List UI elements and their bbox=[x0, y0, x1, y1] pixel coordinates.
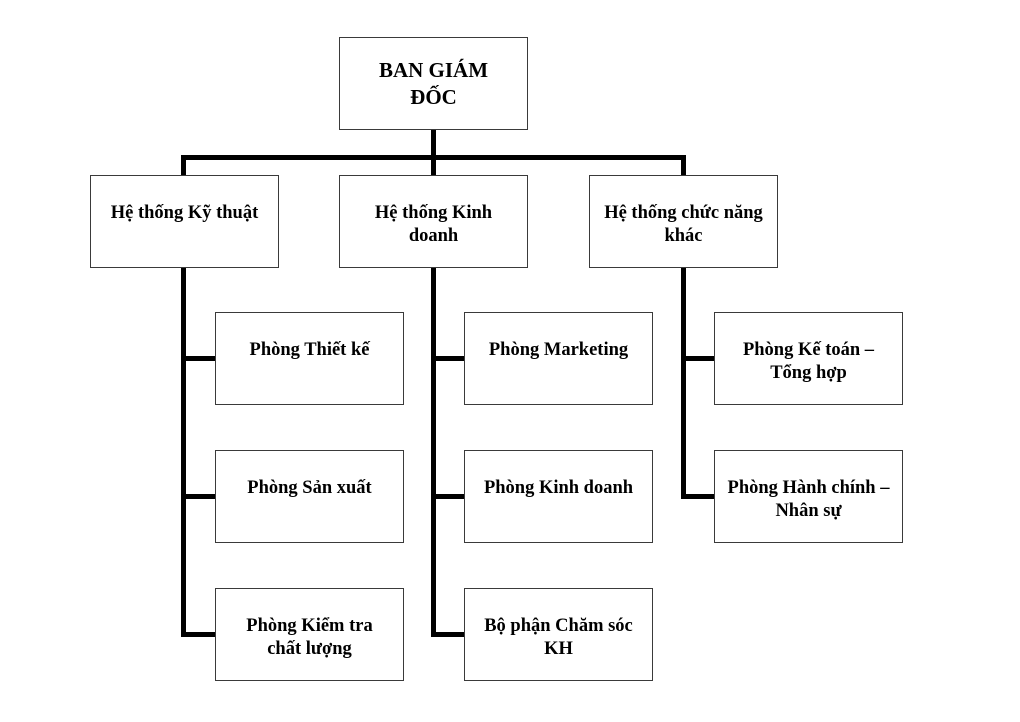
system-node-business: Hệ thống Kinh doanh bbox=[339, 175, 528, 268]
dept-node-marketing: Phòng Marketing bbox=[464, 312, 653, 405]
dept-node-design: Phòng Thiết kế bbox=[215, 312, 404, 405]
dept-node-sales: Phòng Kinh doanh bbox=[464, 450, 653, 543]
system-node-label: Hệ thống chức năng khác bbox=[604, 203, 763, 247]
system-node-label: Hệ thống Kinh doanh bbox=[374, 203, 493, 247]
system-1-spine bbox=[181, 267, 186, 636]
bus-drop-left bbox=[181, 155, 186, 176]
system-1-branch-2 bbox=[181, 494, 215, 499]
dept-node-label: Phòng Kiểm tra chất lượng bbox=[246, 616, 373, 660]
system-3-spine bbox=[681, 267, 686, 498]
bus-drop-middle bbox=[431, 155, 436, 176]
dept-node-label: Bộ phận Chăm sóc KH bbox=[484, 616, 633, 660]
dept-node-label: Phòng Thiết kế bbox=[249, 340, 370, 360]
dept-node-label: Phòng Kế toán – Tổng hợp bbox=[742, 340, 875, 384]
dept-node-production: Phòng Sản xuất bbox=[215, 450, 404, 543]
system-1-branch-3 bbox=[181, 632, 215, 637]
dept-node-quality-control: Phòng Kiểm tra chất lượng bbox=[215, 588, 404, 681]
system-2-branch-3 bbox=[431, 632, 465, 637]
dept-node-admin-hr: Phòng Hành chính – Nhân sự bbox=[714, 450, 903, 543]
dept-node-label: Phòng Marketing bbox=[488, 340, 629, 360]
dept-node-label: Phòng Kinh doanh bbox=[483, 478, 634, 498]
dept-node-label: Phòng Hành chính – Nhân sự bbox=[727, 478, 890, 522]
bus-drop-right bbox=[681, 155, 686, 176]
dept-node-accounting: Phòng Kế toán – Tổng hợp bbox=[714, 312, 903, 405]
system-2-branch-1 bbox=[431, 356, 465, 361]
system-3-branch-1 bbox=[681, 356, 715, 361]
system-2-spine bbox=[431, 267, 436, 636]
system-node-other-functions: Hệ thống chức năng khác bbox=[589, 175, 778, 268]
system-node-technical: Hệ thống Kỹ thuật bbox=[90, 175, 279, 268]
system-node-label: Hệ thống Kỹ thuật bbox=[110, 203, 259, 223]
root-stem-connector bbox=[431, 129, 436, 160]
root-node-label: BAN GIÁM ĐỐC bbox=[378, 58, 489, 109]
dept-node-label: Phòng Sản xuất bbox=[247, 478, 372, 498]
system-1-branch-1 bbox=[181, 356, 215, 361]
system-3-branch-2 bbox=[681, 494, 715, 499]
root-node: BAN GIÁM ĐỐC bbox=[339, 37, 528, 130]
system-2-branch-2 bbox=[431, 494, 465, 499]
dept-node-customer-care: Bộ phận Chăm sóc KH bbox=[464, 588, 653, 681]
